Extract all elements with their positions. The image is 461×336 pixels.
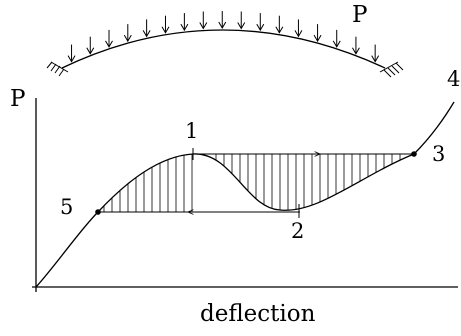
load-arrowhead: [161, 26, 170, 34]
load-arrowhead: [142, 30, 151, 38]
load-arrowhead: [218, 21, 227, 29]
load-arrowhead: [371, 55, 380, 63]
arch-support-right: [379, 61, 404, 78]
load-arrowhead: [123, 34, 132, 43]
load-deflection-plot: P deflection 1 2 3 4 5: [10, 67, 460, 327]
point-3-dot: [411, 151, 417, 157]
load-arrowhead: [105, 40, 113, 48]
point-5-dot: [95, 209, 101, 215]
load-arrowhead: [180, 23, 189, 32]
equilibrium-path-curve: [35, 101, 455, 288]
point-2-label: 2: [291, 219, 304, 243]
x-axis-label: deflection: [200, 301, 316, 327]
arch-support-left: [46, 61, 69, 77]
y-axis-label: P: [10, 86, 25, 112]
point-3-label: 3: [432, 142, 445, 166]
load-arrowhead: [256, 23, 265, 32]
load-arrowhead: [67, 55, 76, 63]
load-arrowhead: [275, 26, 284, 34]
load-arrowhead: [237, 22, 246, 30]
point-1-label: 1: [185, 119, 198, 143]
load-arrowhead: [332, 40, 341, 48]
shallow-arch: P: [46, 2, 404, 78]
load-label: P: [352, 2, 367, 28]
load-arrowhead: [199, 22, 208, 30]
arch-curve: [61, 29, 386, 69]
load-arrowhead: [294, 30, 303, 38]
distributed-load-arrows: [67, 11, 380, 63]
load-arrowhead: [313, 34, 322, 43]
load-arrowhead: [351, 47, 360, 55]
load-arrowhead: [86, 47, 95, 55]
point-5-label: 5: [60, 195, 73, 219]
point-4-label: 4: [447, 67, 460, 91]
snap-jump-hatching: [103, 154, 401, 212]
